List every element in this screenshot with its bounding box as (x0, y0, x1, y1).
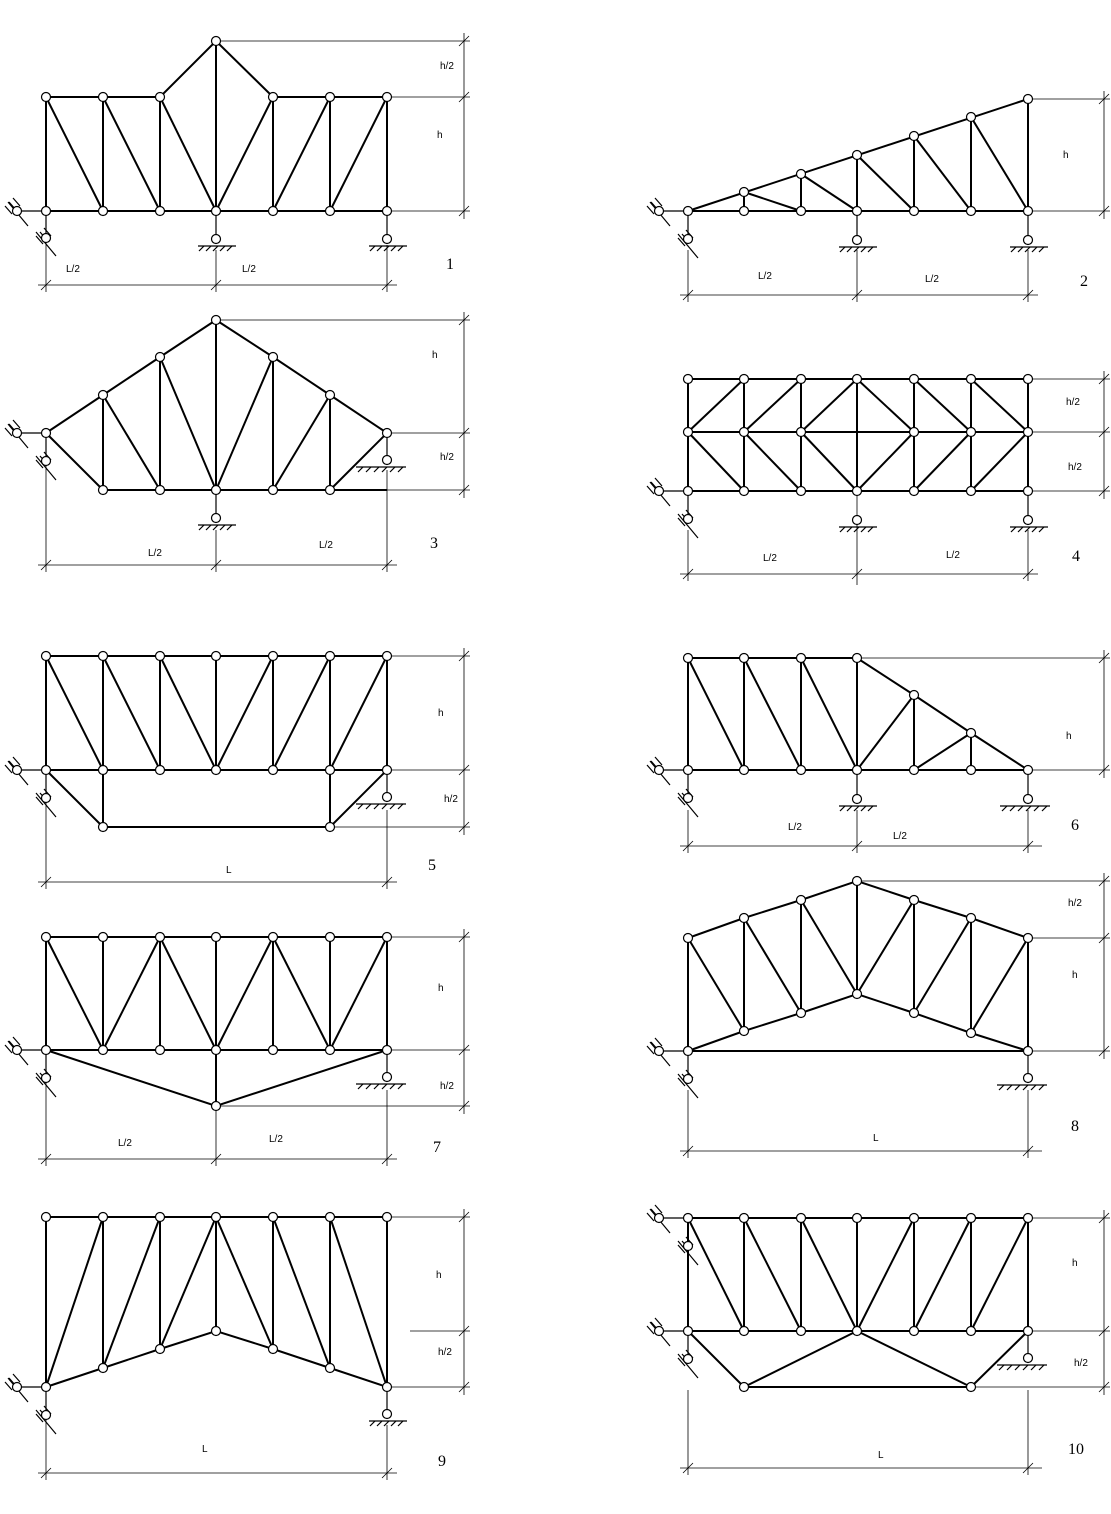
dimension-lines (38, 33, 470, 292)
dim-label-height: h (1063, 150, 1069, 161)
truss-members (45, 936, 388, 1108)
dim-label-lower: h/2 (438, 1347, 452, 1358)
dim-label-left-span: L/2 (788, 822, 802, 833)
supports (646, 756, 1050, 818)
dimension-lines (680, 650, 1110, 853)
dimension-lines (38, 1209, 470, 1480)
dim-label-right-span: L/2 (319, 540, 333, 551)
supports (646, 1204, 1047, 1379)
dim-label-top: h/2 (1068, 898, 1082, 909)
nodes (653, 652, 1034, 805)
diagram-number: 6 (1071, 817, 1079, 834)
dim-label-left-span: L/2 (118, 1138, 132, 1149)
truss-diagram-7 (4, 929, 470, 1166)
dim-label-lower: h/2 (1068, 462, 1082, 473)
diagram-number: 7 (433, 1139, 441, 1156)
dim-label-left-span: L/2 (763, 553, 777, 564)
truss-members (687, 879, 1029, 1052)
truss-diagram-1 (4, 33, 470, 292)
dimension-lines (38, 312, 470, 572)
dimension-lines (680, 1210, 1110, 1475)
diagram-number: 9 (438, 1453, 446, 1470)
dim-label-right-span: L/2 (242, 264, 256, 275)
supports (4, 1036, 406, 1098)
nodes (653, 1212, 1034, 1393)
dim-label-height: h (432, 350, 438, 361)
dim-label-height: h (1072, 1258, 1078, 1269)
diagram-number: 5 (428, 857, 436, 874)
dim-label-right-span: L/2 (925, 274, 939, 285)
truss-diagram-9 (4, 1209, 470, 1480)
dim-label-lower: h/2 (444, 794, 458, 805)
supports (4, 197, 407, 257)
dimension-lines (680, 371, 1110, 585)
dim-label-lower: h/2 (1074, 1358, 1088, 1369)
nodes (653, 373, 1034, 526)
diagram-number: 8 (1071, 1118, 1079, 1135)
diagram-number: 2 (1080, 273, 1088, 290)
truss-members (687, 1217, 1029, 1388)
nodes (11, 314, 393, 524)
truss-members (45, 655, 388, 828)
diagram-number: 10 (1068, 1441, 1084, 1458)
dim-label-top: h/2 (440, 61, 454, 72)
truss-members (687, 657, 1029, 771)
dim-label-height: h (437, 130, 443, 141)
supports (646, 477, 1048, 539)
truss-diagram-10 (646, 1204, 1110, 1475)
dim-label-top: h/2 (1066, 397, 1080, 408)
supports (646, 197, 1048, 259)
dim-label-height: h (438, 983, 444, 994)
dimension-lines (680, 91, 1110, 302)
nodes (653, 93, 1034, 246)
truss-members (45, 1216, 388, 1388)
truss-diagram-6 (646, 650, 1110, 853)
dimension-lines (38, 929, 470, 1166)
supports (4, 756, 406, 818)
diagram-number: 3 (430, 535, 438, 552)
dim-label-span: L (878, 1450, 884, 1461)
nodes (11, 35, 393, 245)
truss-members (45, 39, 388, 212)
dim-label-left-span: L/2 (148, 548, 162, 559)
truss-diagram-5 (4, 648, 470, 889)
dim-label-left-span: L/2 (66, 264, 80, 275)
dim-label-height: h (438, 708, 444, 719)
nodes (653, 875, 1034, 1085)
diagram-number: 4 (1072, 548, 1080, 565)
supports (646, 1037, 1047, 1099)
dim-label-span: L (226, 865, 232, 876)
dim-label-right-span: L/2 (269, 1134, 283, 1145)
nodes (11, 931, 393, 1112)
truss-diagram-4 (646, 371, 1110, 585)
dim-label-span: L (202, 1444, 208, 1455)
truss-diagram-8 (646, 873, 1110, 1158)
dim-label-height: h (436, 1270, 442, 1281)
diagram-number: 1 (446, 256, 454, 273)
truss-members (687, 378, 1029, 492)
dimension-lines (680, 873, 1110, 1158)
dim-label-lower: h/2 (440, 452, 454, 463)
dim-label-height: h (1066, 731, 1072, 742)
dimension-lines (38, 648, 470, 889)
nodes (11, 650, 393, 833)
dim-label-right-span: L/2 (946, 550, 960, 561)
truss-diagram-2 (646, 91, 1110, 302)
truss-diagram-3 (4, 312, 470, 572)
supports (4, 1373, 407, 1435)
dim-label-lower: h/2 (440, 1081, 454, 1092)
dim-label-span: L (873, 1133, 879, 1144)
dim-label-right-span: L/2 (893, 831, 907, 842)
nodes (11, 1211, 393, 1421)
truss-members (45, 318, 388, 491)
dim-label-height: h (1072, 970, 1078, 981)
dim-label-left-span: L/2 (758, 271, 772, 282)
